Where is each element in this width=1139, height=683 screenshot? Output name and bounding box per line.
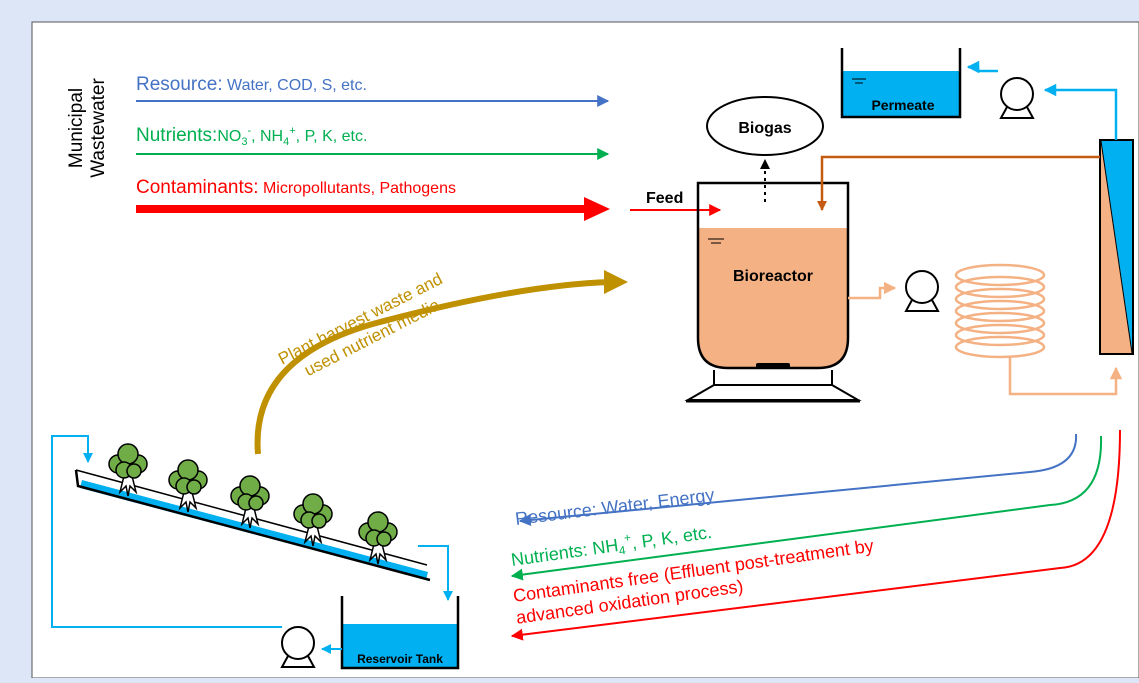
bioreactor-sludge [698,228,848,368]
contaminants-output-arrow [510,429,1121,641]
svg-text:Wastewater: Wastewater [88,78,109,178]
sludge-line [848,281,897,300]
contaminants-input-label: Contaminants: Micropollutants, Pathogens [136,177,456,198]
biogas-label: Biogas [738,120,791,137]
coil-to-membrane-line [1008,357,1123,396]
resource-output-arrow [518,433,1078,526]
harvest-waste-arrow [254,279,611,455]
permeate-tank [840,48,962,119]
stirrer-bar [756,363,790,369]
supply-line [51,435,282,628]
municipal-wastewater-title: Municipal Wastewater [66,78,109,178]
reactor-base [713,370,833,386]
reservoir-label: Reservoir Tank [357,652,443,666]
svg-text:Municipal: Municipal [66,88,87,168]
reservoir-tank [340,596,460,670]
nutrients-input-label: Nutrients:NO3-, NH4+, P, K, etc. [136,125,367,148]
contaminants-input-arrowhead [584,197,610,221]
diagram-panel [31,21,1139,679]
reservoir-water [342,624,458,668]
drain-line [418,545,453,601]
heat-exchanger-coil [954,263,1046,359]
permeate-line [1043,83,1118,140]
bioreactor-vessel [696,181,850,370]
permeate-label: Permeate [871,97,934,113]
nutrients-output-arrow [510,435,1103,581]
resource-input-label: Resource: Water, COD, S, etc. [136,74,367,95]
retentate-return-line [817,155,1100,211]
bioreactor-label: Bioreactor [733,268,813,285]
hydroponic-channel [74,469,431,582]
biogas-bubble [706,96,824,156]
feed-label: Feed [646,190,683,207]
